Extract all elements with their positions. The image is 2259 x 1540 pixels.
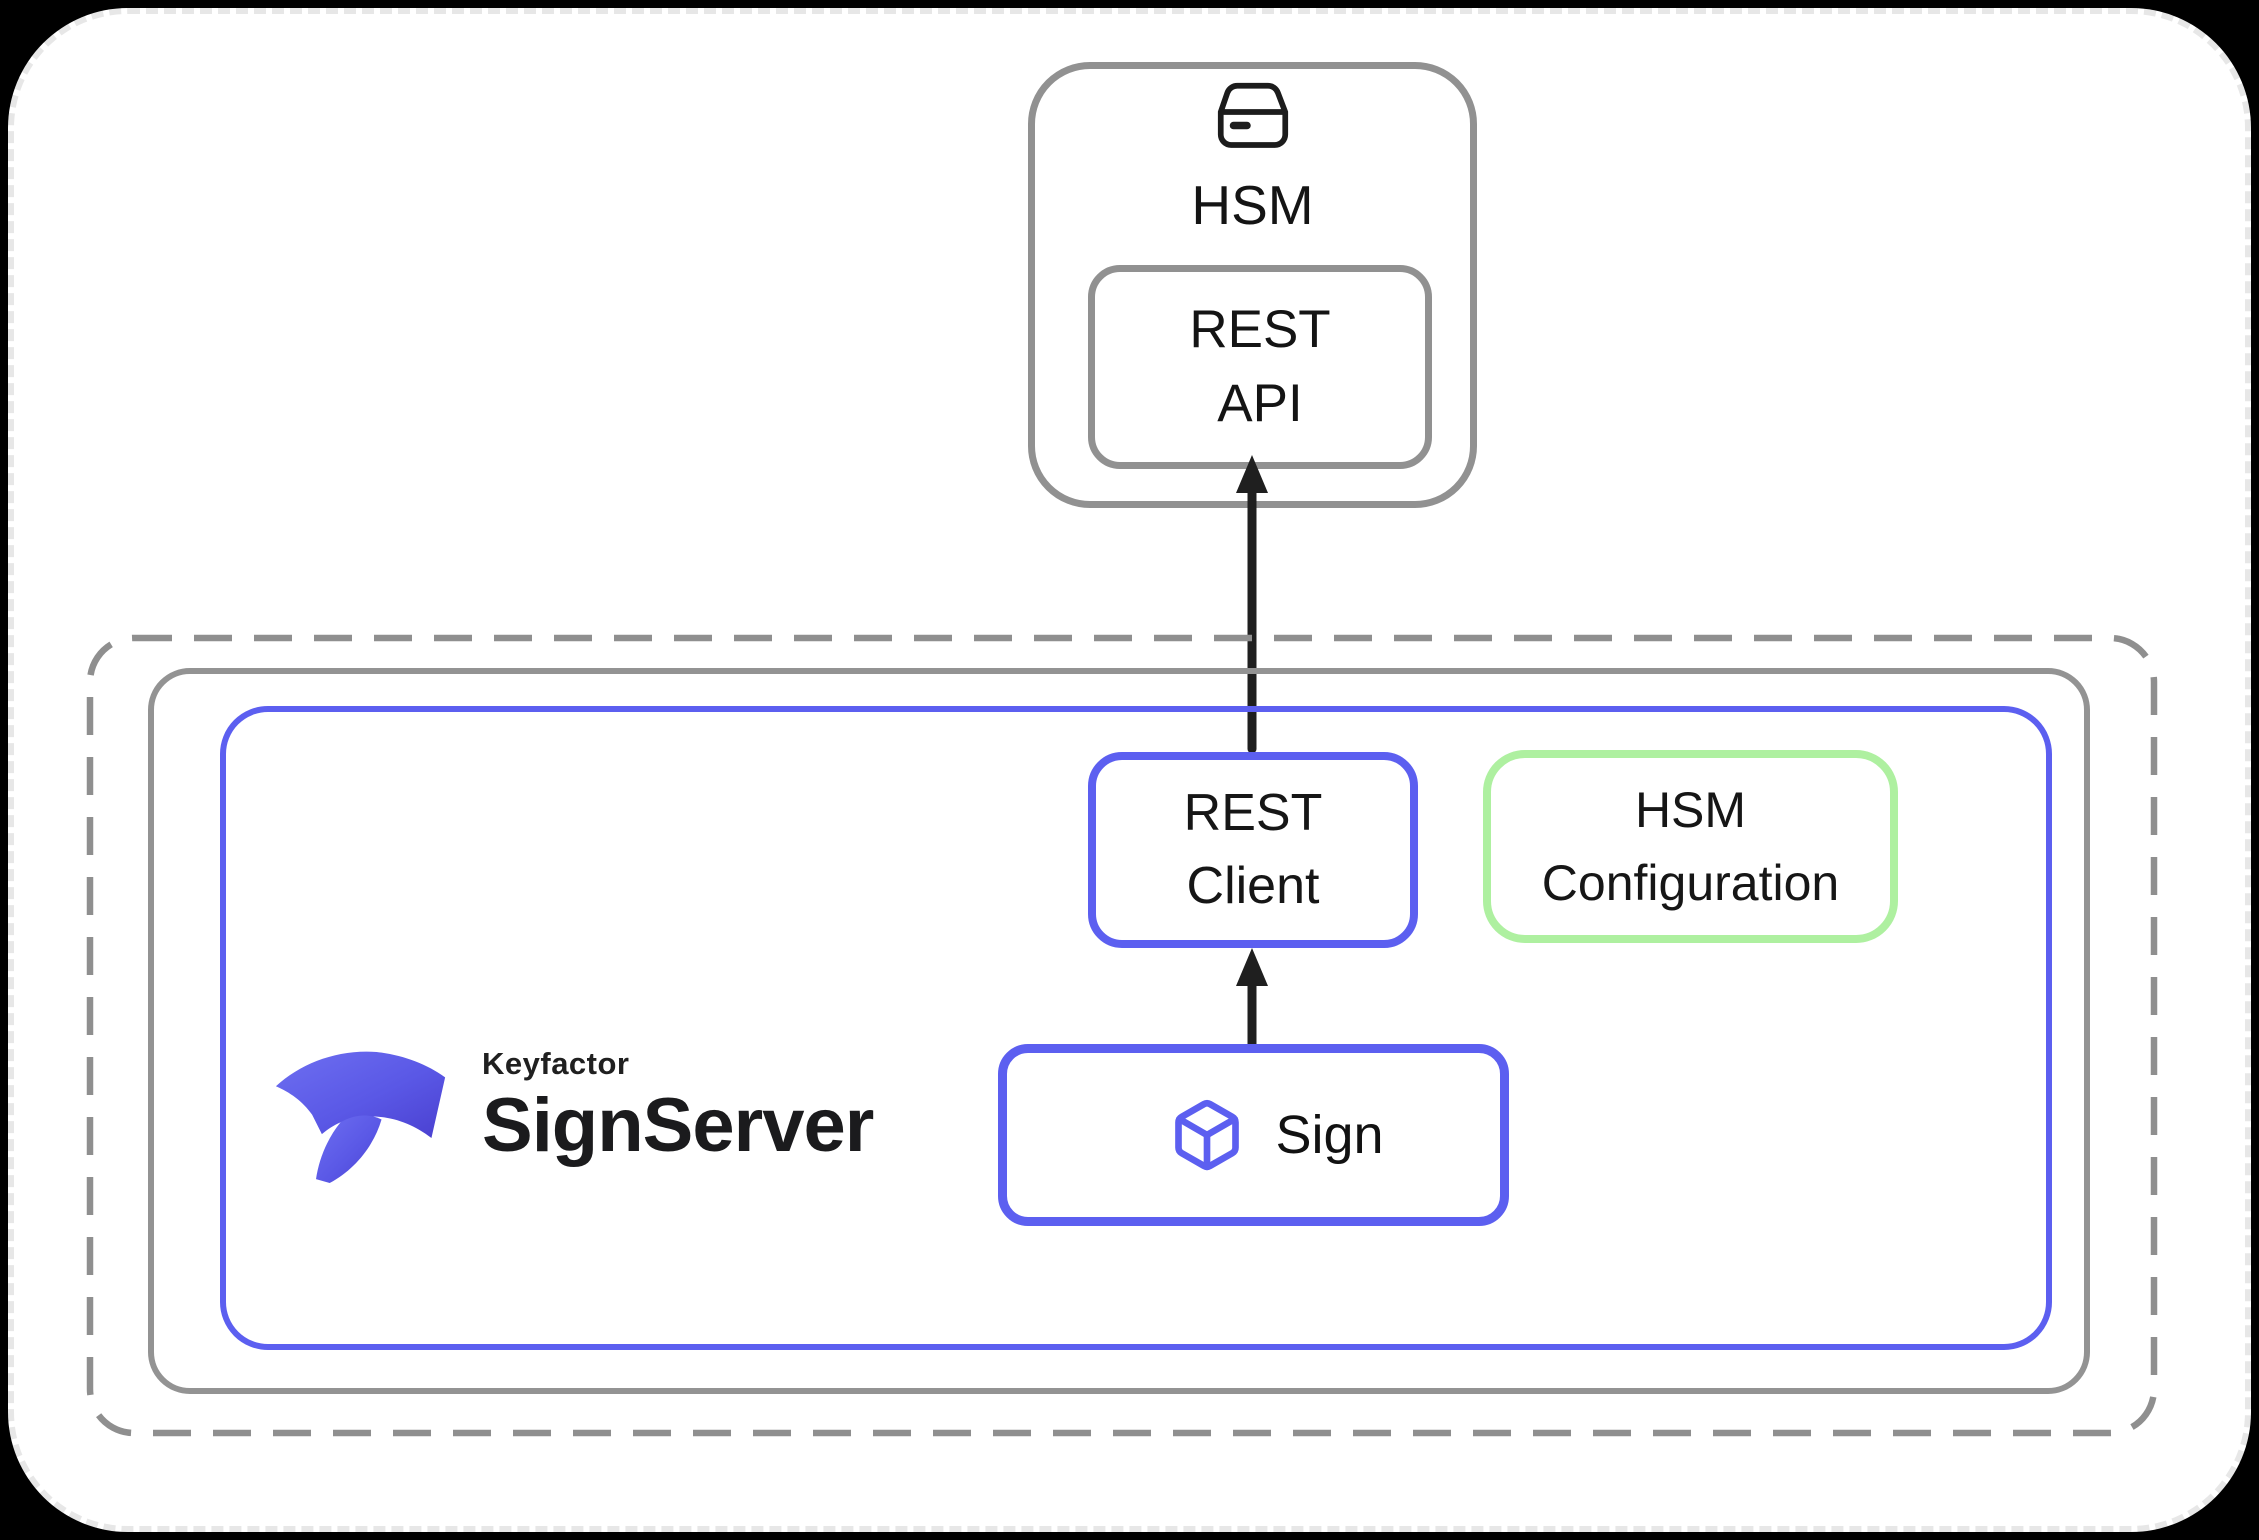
hsm-title: HSM xyxy=(1191,174,1314,236)
hsm-configuration-label-line2: Configuration xyxy=(1541,854,1840,911)
arrow-sign-to-rest-client xyxy=(1236,948,1268,1050)
sign-worker-label: Sign xyxy=(1275,1105,1384,1165)
signserver-app-container xyxy=(220,706,2052,1350)
keyfactor-signserver-logo: Keyfactor SignServer xyxy=(272,1046,952,1196)
cube-icon xyxy=(1175,1100,1240,1171)
drive-icon xyxy=(1217,82,1288,148)
hsm-rest-api-label-line1: REST xyxy=(1189,300,1331,359)
deployment-boundary-dashed xyxy=(86,634,2158,1437)
signserver-product-wordmark: SignServer xyxy=(482,1083,874,1168)
hsm-configuration-box: HSM Configuration xyxy=(1483,750,1898,943)
arrow-rest-client-to-hsm-api xyxy=(1236,455,1268,753)
hsm-rest-api-box: REST API xyxy=(1088,265,1432,469)
hsm-unit-box: HSM REST API xyxy=(1028,62,1477,508)
rest-client-box: REST Client xyxy=(1088,752,1418,948)
keyfactor-ribbon-icon xyxy=(275,1051,446,1184)
rest-client-label-line1: REST xyxy=(1183,784,1323,842)
keyfactor-company-wordmark: Keyfactor xyxy=(482,1046,630,1081)
sign-worker-box: Sign xyxy=(998,1044,1509,1226)
hsm-rest-api-label-line2: API xyxy=(1217,374,1303,433)
host-container xyxy=(148,668,2090,1394)
hsm-configuration-label-line1: HSM xyxy=(1634,781,1747,838)
rest-client-label-line2: Client xyxy=(1186,857,1320,915)
